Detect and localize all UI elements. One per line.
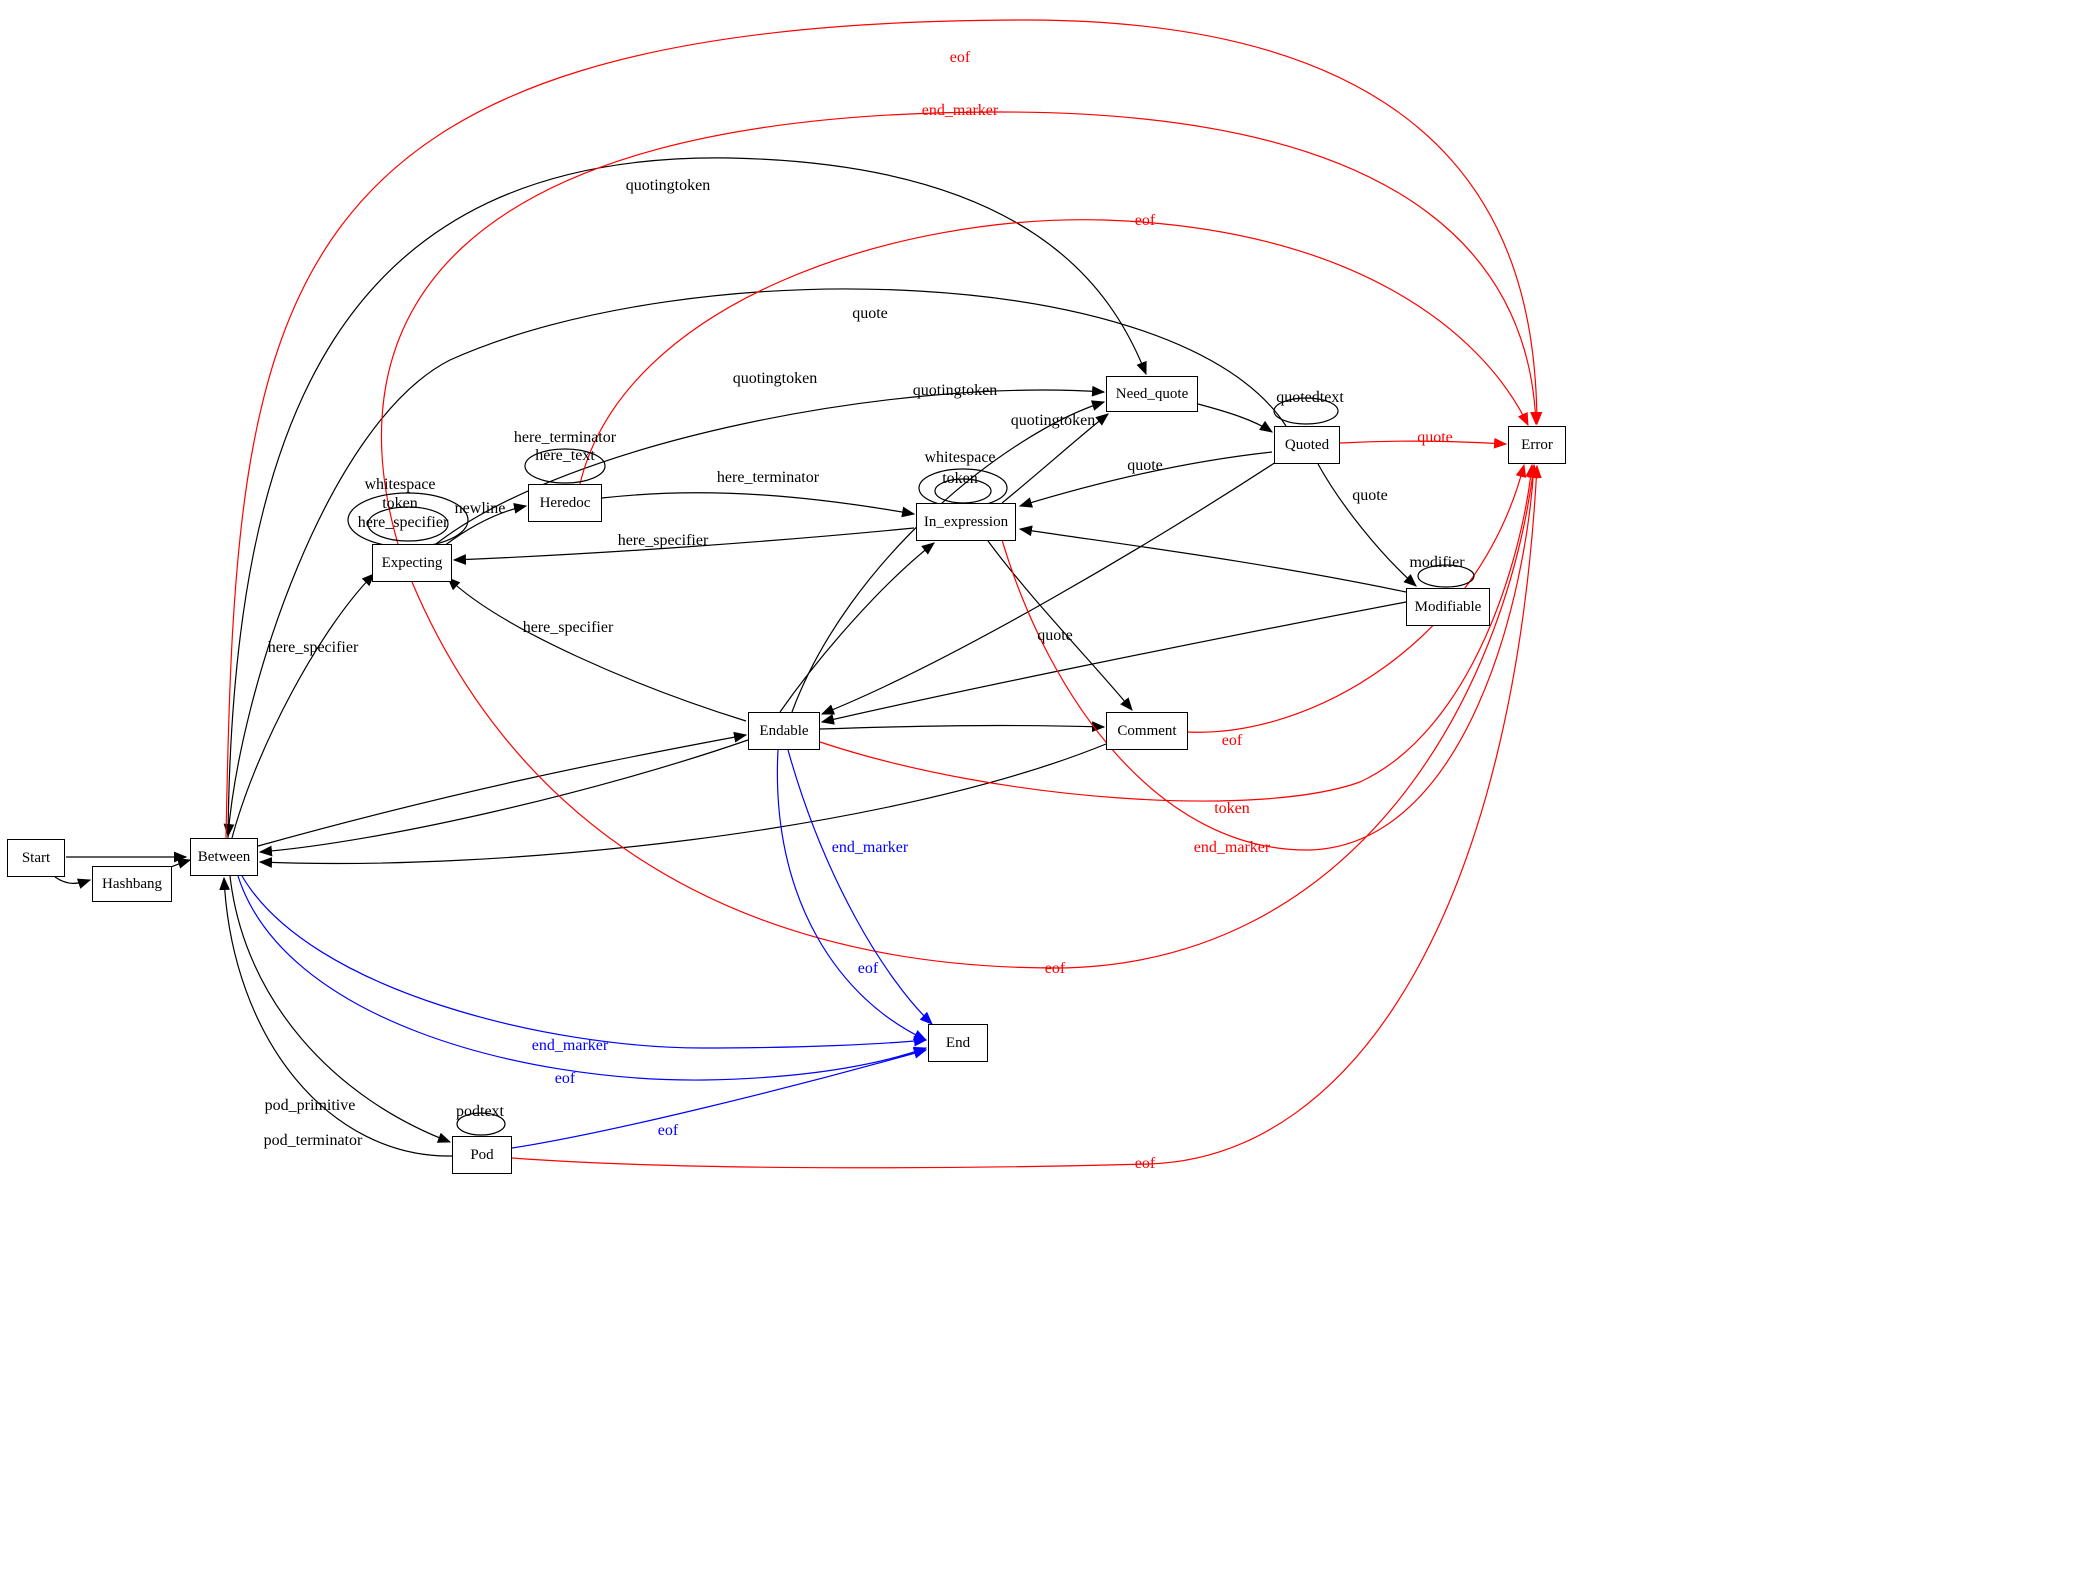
self-loop-label: here_terminator xyxy=(514,429,617,446)
edge-pod-error-eof xyxy=(511,464,1542,1169)
self-loop-heredoc xyxy=(524,448,606,484)
node-comment: Comment xyxy=(1106,712,1188,750)
node-pod: Pod xyxy=(452,1136,512,1174)
edge-endable-error-token xyxy=(819,463,1537,802)
node-hashbang: Hashbang xyxy=(92,866,172,902)
node-end: End xyxy=(928,1024,988,1062)
edge-expecting-heredoc xyxy=(443,503,528,547)
edge-label: end_marker xyxy=(832,839,909,856)
node-need_quote: Need_quote xyxy=(1106,376,1198,412)
edge-endable-in_expression xyxy=(779,542,935,713)
edge-endable-expecting xyxy=(447,577,747,722)
edge-expecting-error-eof xyxy=(411,464,1538,969)
self-loop-label: whitespace xyxy=(924,449,995,466)
edge-in_expression-error-end_marker xyxy=(1001,463,1539,851)
self-loop-expecting-inner xyxy=(367,506,449,542)
edge-need_quote-quoted xyxy=(1197,403,1273,433)
edge-label: pod_primitive xyxy=(265,1097,356,1114)
self-loop-label: modifier xyxy=(1409,554,1465,571)
node-error: Error xyxy=(1508,426,1566,464)
edge-quoted-error-quote xyxy=(1339,437,1508,449)
self-loop-modifiable xyxy=(1417,564,1475,588)
edge-between-end-end_marker xyxy=(241,875,928,1049)
edge-between-end-eof xyxy=(237,875,928,1081)
edge-between-need_quote xyxy=(227,157,1147,839)
self-loop-label: quotedtext xyxy=(1276,389,1344,406)
node-endable: Endable xyxy=(748,712,820,750)
edge-label: quote xyxy=(1037,627,1073,644)
edge-between-error-eof xyxy=(225,19,1543,839)
edge-label: quotingtoken xyxy=(913,382,997,399)
edge-label: token xyxy=(1214,800,1250,817)
edge-modifiable-endable xyxy=(820,601,1407,725)
edge-in_expression-need_quote xyxy=(1001,413,1109,504)
edge-quoted-between xyxy=(223,288,1287,838)
edge-endable-between xyxy=(258,739,749,857)
edge-label: eof xyxy=(1045,960,1066,977)
self-loop-label: token xyxy=(942,470,978,487)
self-loop-quoted xyxy=(1273,397,1339,425)
edge-label: quote xyxy=(1417,429,1453,446)
node-between: Between xyxy=(190,838,258,876)
edge-pod-end-eof xyxy=(511,1048,928,1149)
edge-expecting-error-end_marker xyxy=(380,111,1541,545)
edge-between-pod xyxy=(229,875,452,1143)
edge-in_expression-comment xyxy=(987,540,1133,711)
edge-between-endable xyxy=(257,731,748,847)
node-heredoc: Heredoc xyxy=(528,484,602,522)
edge-label: end_marker xyxy=(1194,839,1271,856)
edge-endable-comment xyxy=(819,721,1106,733)
edge-label: quotingtoken xyxy=(733,370,817,387)
self-loop-label: whitespace xyxy=(364,476,435,493)
node-modifiable: Modifiable xyxy=(1406,588,1490,626)
edge-label: newline xyxy=(455,500,506,517)
edge-label: here_terminator xyxy=(717,469,820,486)
edge-label: end_marker xyxy=(532,1037,609,1054)
node-quoted: Quoted xyxy=(1274,426,1340,464)
edge-in_expression-expecting xyxy=(452,527,915,565)
edge-label: end_marker xyxy=(922,102,999,119)
edge-modifiable-in_expression xyxy=(1018,525,1407,593)
edge-label: eof xyxy=(1135,212,1156,229)
edge-quoted-endable xyxy=(820,461,1277,715)
node-in_expression: In_expression xyxy=(916,503,1016,541)
edge-comment-between xyxy=(258,743,1107,868)
edge-label: quotingtoken xyxy=(1011,412,1095,429)
self-loop-pod xyxy=(456,1112,506,1136)
self-loop-label: podtext xyxy=(456,1103,505,1120)
edge-label: quote xyxy=(1352,487,1388,504)
node-start: Start xyxy=(7,839,65,877)
edge-label: eof xyxy=(1222,732,1243,749)
edge-label: eof xyxy=(1135,1155,1156,1172)
edge-heredoc-error-eof xyxy=(579,219,1529,485)
edge-label: here_specifier xyxy=(268,639,359,656)
edge-between-expecting xyxy=(231,573,375,839)
edge-label: here_specifier xyxy=(618,532,709,549)
self-loop-label: here_text xyxy=(535,447,595,464)
edge-expecting-need_quote xyxy=(435,385,1106,545)
self-loop-label: here_specifier xyxy=(358,514,449,531)
edge-label: quotingtoken xyxy=(626,177,710,194)
edge-label: eof xyxy=(555,1070,576,1087)
edge-label: here_specifier xyxy=(523,619,614,636)
edge-label: eof xyxy=(858,960,879,977)
edge-comment-error-eof xyxy=(1187,463,1527,733)
edge-quoted-in_expression xyxy=(1018,451,1273,508)
edge-endable-end-end_marker xyxy=(787,749,933,1025)
edge-label: quote xyxy=(852,305,888,322)
node-expecting: Expecting xyxy=(372,544,452,582)
edge-label: eof xyxy=(658,1122,679,1139)
edge-quoted-modifiable xyxy=(1317,463,1417,587)
edge-start-hashbang xyxy=(54,876,92,889)
edge-heredoc-in_expression xyxy=(601,492,916,518)
edge-endable-end-eof xyxy=(776,749,928,1041)
edge-label: pod_terminator xyxy=(264,1132,363,1149)
edge-label: eof xyxy=(950,49,971,66)
edge-label: quote xyxy=(1127,457,1163,474)
edge-pod-between xyxy=(219,876,453,1157)
self-loop-label: token xyxy=(382,495,418,512)
